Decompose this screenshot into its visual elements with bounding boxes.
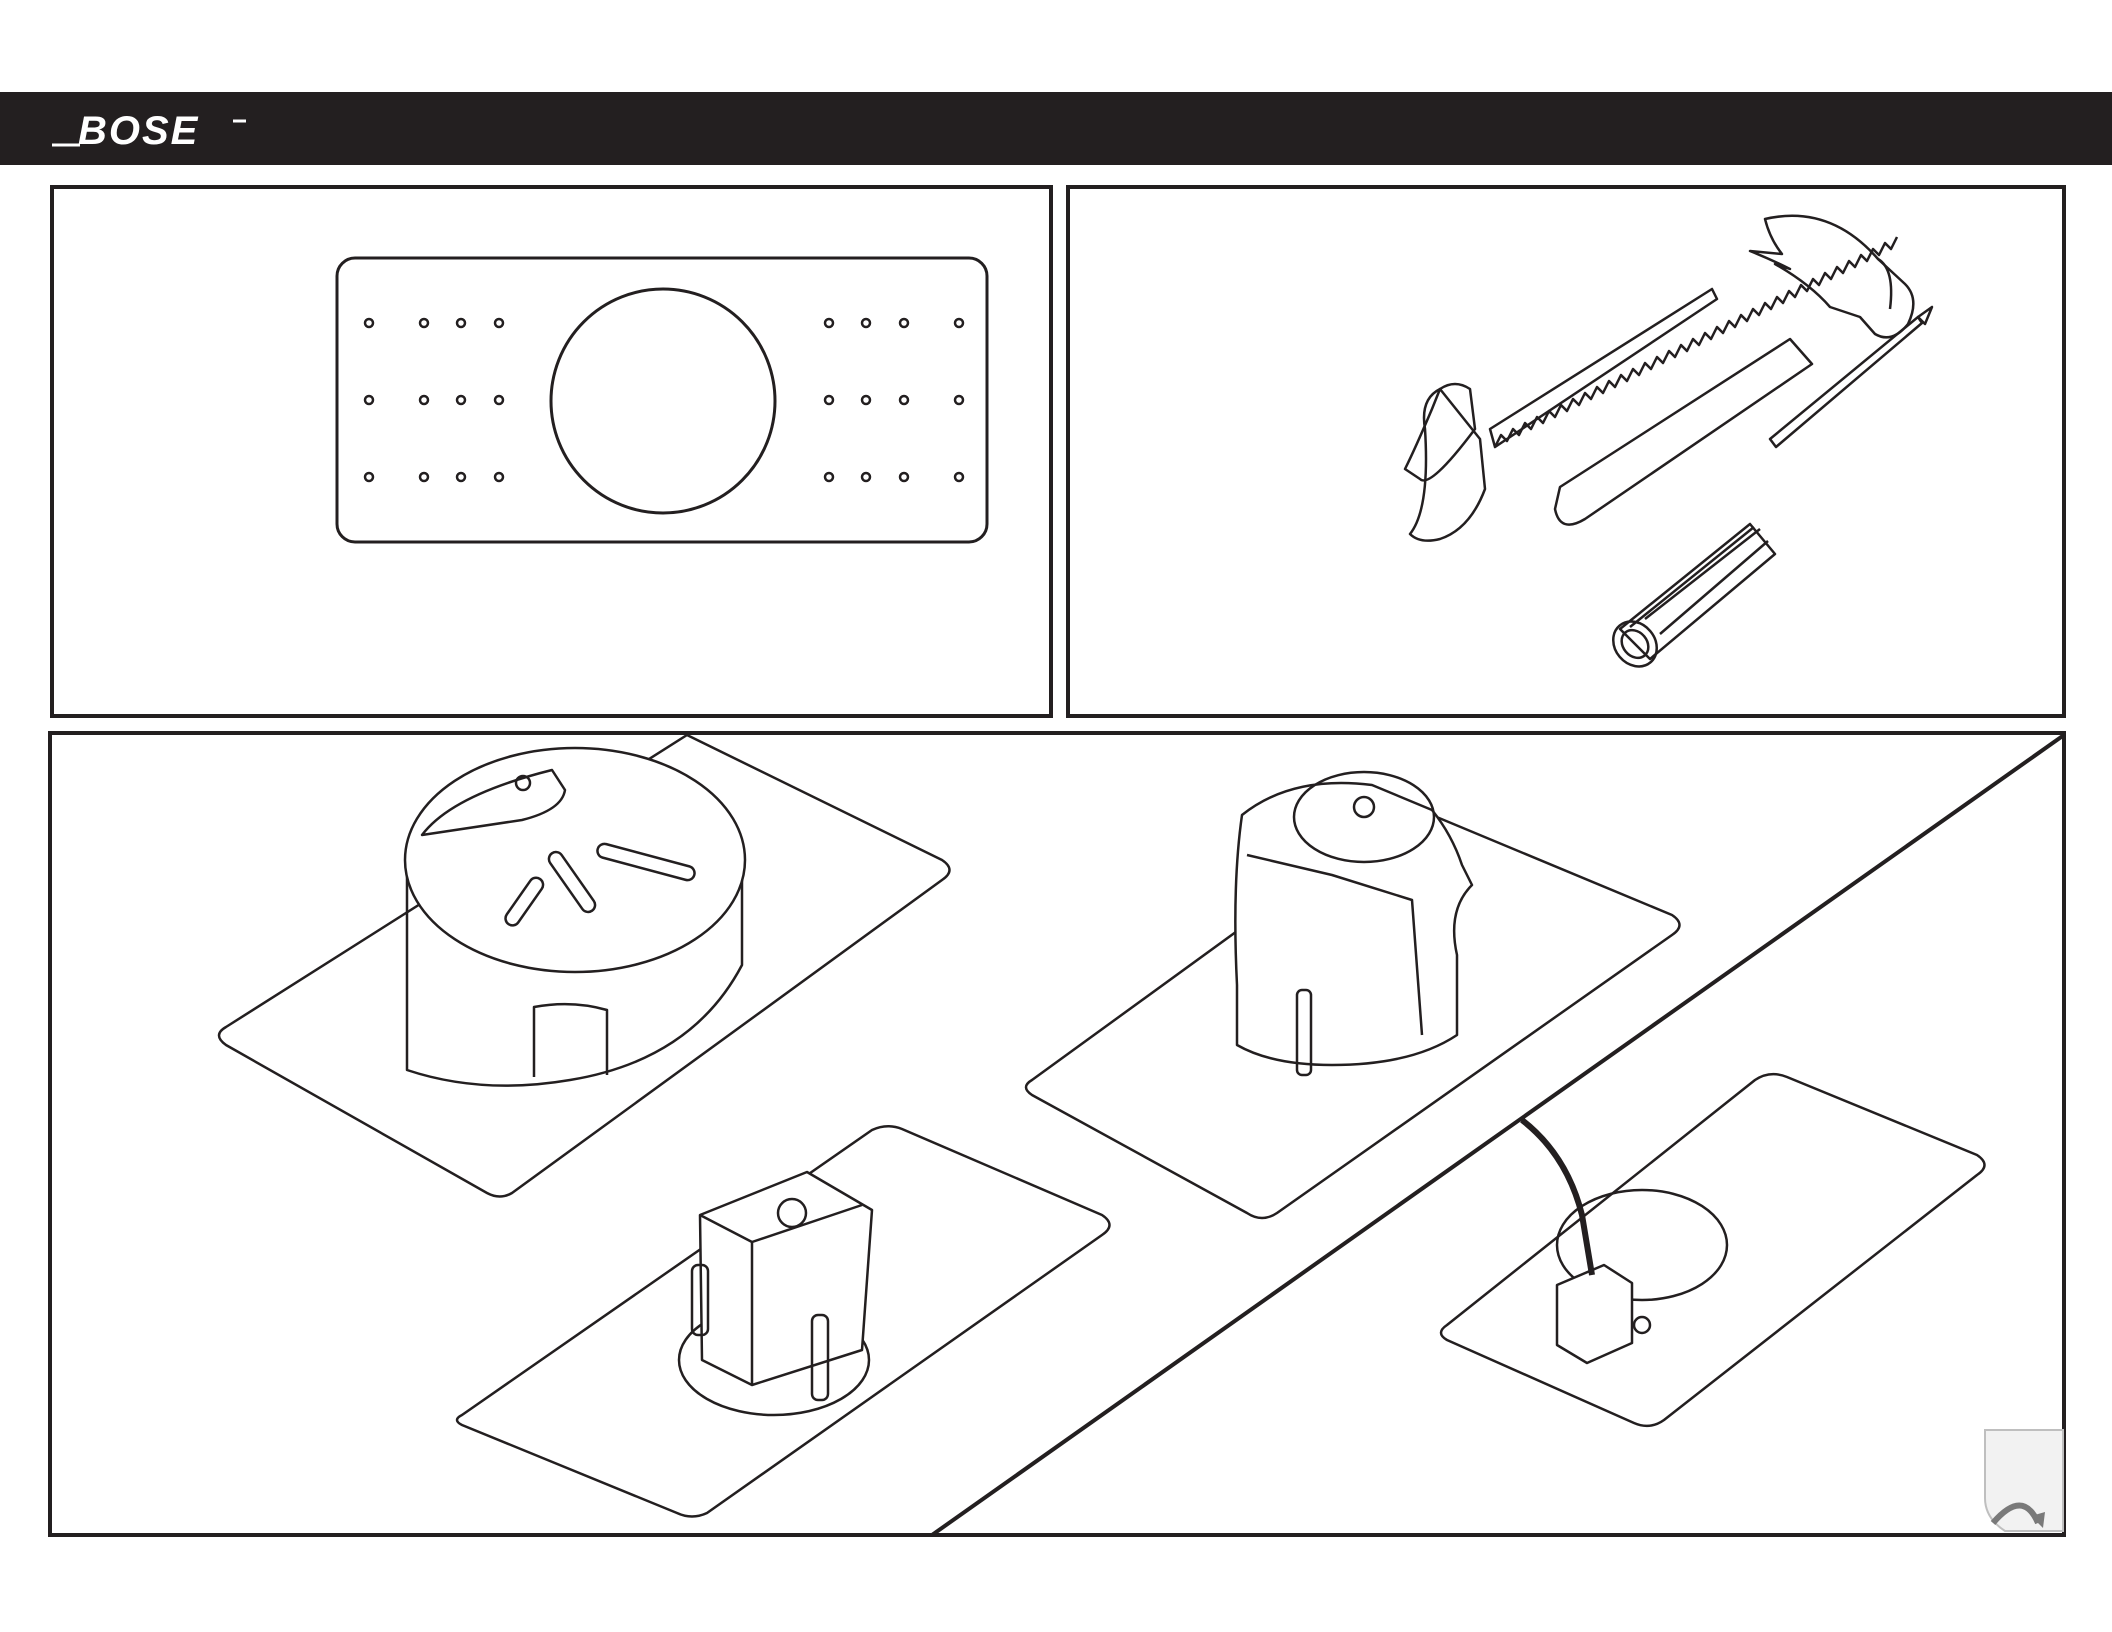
template-hole [495,473,503,481]
template-hole [457,396,465,404]
template-hole [420,396,428,404]
template-hole [955,319,963,327]
mounted-speaker-illustration [1026,772,1680,1218]
template-hole [457,473,465,481]
template-hole [955,473,963,481]
back-can-illustration [219,735,950,1197]
template-hole [495,396,503,404]
template-hole [457,319,465,327]
template-hole [495,319,503,327]
bracket-speaker-illustration [457,1126,1110,1516]
template-hole [365,473,373,481]
page-turn-icon[interactable] [1983,1428,2066,1533]
template-hole [900,396,908,404]
template-hole [955,396,963,404]
bose-logo: BOSE [48,108,248,152]
template-hole [420,473,428,481]
installation-steps-panel [48,731,2066,1537]
template-hole [420,319,428,327]
required-tools-panel [1066,185,2066,718]
mounting-template-panel [50,185,1053,718]
template-hole [900,319,908,327]
template-hole [365,319,373,327]
template-hole [900,473,908,481]
template-hole [365,396,373,404]
template-drawing [54,189,1049,714]
template-hole [862,319,870,327]
saw-icon [1405,237,1897,541]
template-hole [862,396,870,404]
junction-box-illustration [1441,1074,1985,1426]
template-hole [825,473,833,481]
template-hole [862,473,870,481]
header-bar [0,92,2112,165]
template-hole [825,396,833,404]
template-hole [825,319,833,327]
svg-text:BOSE: BOSE [78,109,199,152]
